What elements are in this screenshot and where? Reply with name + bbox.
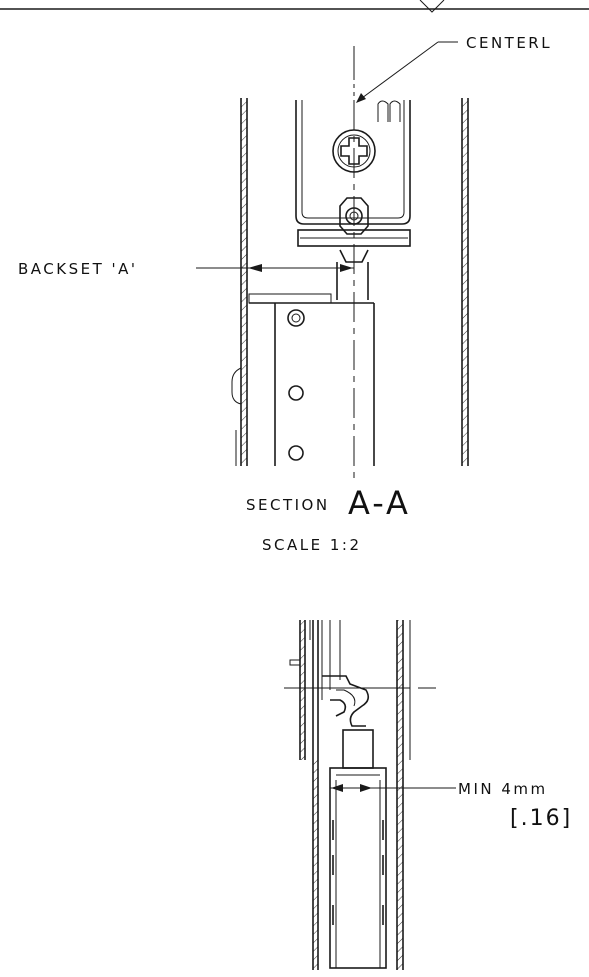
sheet-border-top [0,0,589,13]
centerline-leader [356,41,458,103]
section-word-label: SECTION [246,496,330,514]
min-mm-label: MIN 4mm [458,780,548,798]
bolt-hook [284,675,436,727]
detail-view [284,620,456,970]
left-jamb-wall [231,98,248,466]
right-jamb-wall [461,98,469,466]
centerline-label: CENTERL [466,34,553,52]
screw-hole-icon [287,309,305,327]
spindle [336,249,369,300]
detail-channel [321,620,341,700]
backset-label: BACKSET 'A' [18,260,138,278]
detail-left-wall [289,620,319,970]
section-id-label: A-A [348,484,411,522]
detail-right-wall [396,620,411,970]
bolt-body [329,729,387,969]
min-inch-label: [.16] [510,806,573,831]
faceplate [248,293,375,466]
mounting-hole-icon [288,445,304,461]
scale-label: SCALE 1:2 [262,536,362,554]
backset-dimension [196,264,354,272]
mounting-hole-icon [288,385,304,401]
min-gap-dimension [330,784,456,792]
section-a-a-view [196,41,469,484]
